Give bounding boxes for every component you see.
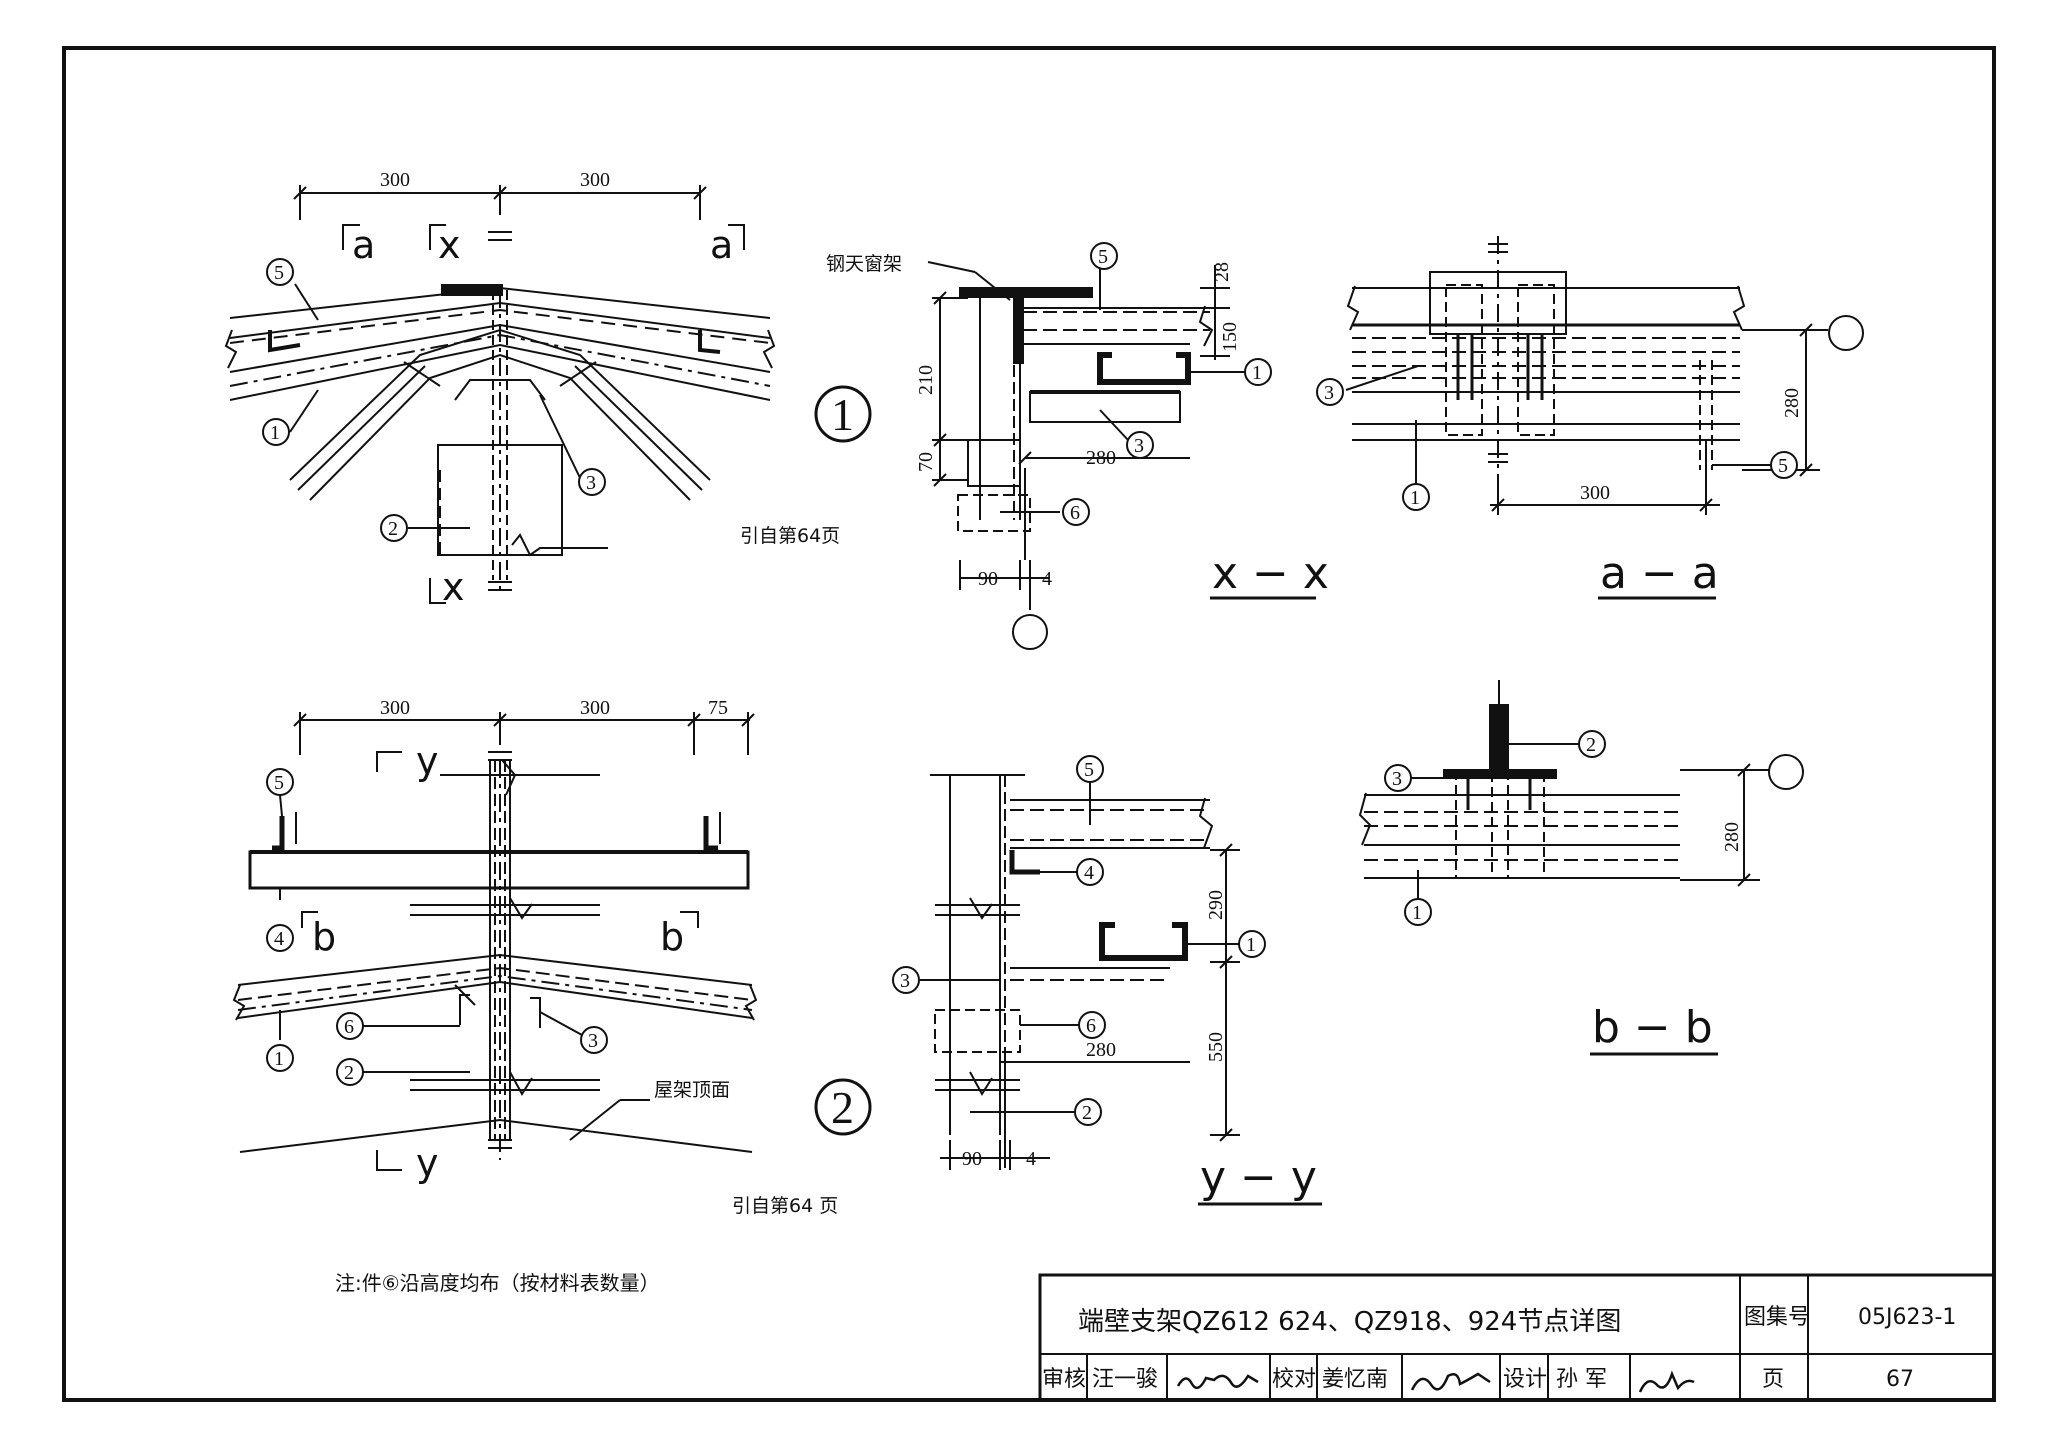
check-label: 校对 bbox=[1272, 1367, 1316, 1392]
dim-280-yy: 280 bbox=[1086, 1039, 1116, 1061]
dim-300-a: 300 bbox=[380, 169, 410, 191]
label-truss-top: 屋架顶面 bbox=[654, 1079, 730, 1101]
callout-5-d1: 5 bbox=[274, 262, 284, 284]
section-yy bbox=[920, 774, 1240, 1170]
callout-5-xx: 5 bbox=[1098, 246, 1108, 268]
page-label: 页 bbox=[1762, 1367, 1784, 1392]
callout-1-bb: 1 bbox=[1412, 902, 1422, 924]
reviewer-name: 汪一骏 bbox=[1092, 1367, 1158, 1392]
review-label: 审核 bbox=[1042, 1367, 1086, 1392]
callout-3-bb: 3 bbox=[1392, 768, 1402, 790]
drawing-title: 端壁支架QZ612 624、QZ918、924节点详图 bbox=[1078, 1307, 1621, 1337]
dim-4-xx: 4 bbox=[1042, 568, 1052, 590]
cut-y-top: y bbox=[416, 739, 439, 783]
dim-90-yy: 90 bbox=[962, 1148, 982, 1170]
callout-5-d2: 5 bbox=[274, 772, 284, 794]
section-bb bbox=[1358, 680, 1770, 900]
dim-550: 550 bbox=[1205, 1032, 1227, 1062]
section-title-xx: x − x bbox=[1212, 548, 1329, 599]
dim-28: 28 bbox=[1211, 262, 1233, 282]
note-text: 注:件⑥沿高度均布（按材料表数量） bbox=[335, 1271, 660, 1295]
sheet-border bbox=[62, 46, 1996, 1402]
dim-75: 75 bbox=[708, 697, 728, 719]
dim-150: 150 bbox=[1219, 322, 1241, 352]
cut-a-right: a bbox=[710, 223, 733, 267]
atlas-number: 05J623-1 bbox=[1858, 1305, 1956, 1330]
callout-6-yy: 6 bbox=[1086, 1015, 1096, 1037]
dim-300-aa: 300 bbox=[1580, 482, 1610, 504]
cut-x-top: x bbox=[438, 223, 461, 267]
label-steel-skylight-frame: 钢天窗架 bbox=[826, 253, 902, 275]
callout-5-yy: 5 bbox=[1084, 759, 1094, 781]
cut-y-bottom: y bbox=[416, 1141, 439, 1185]
dim-70: 70 bbox=[915, 452, 937, 472]
title-block bbox=[1038, 1273, 1996, 1402]
cut-a-left: a bbox=[352, 223, 375, 267]
detail-2-elevation bbox=[232, 712, 758, 1171]
ref-page-64-bottom: 引自第64 页 bbox=[732, 1195, 838, 1217]
section-aa bbox=[1345, 236, 1828, 515]
design-label: 设计 bbox=[1503, 1367, 1547, 1392]
dim-210: 210 bbox=[915, 365, 937, 395]
callout-6-xx: 6 bbox=[1070, 502, 1080, 524]
dim-280-xx: 280 bbox=[1086, 447, 1116, 469]
callout-1-yy: 1 bbox=[1246, 934, 1256, 956]
section-title-yy: y − y bbox=[1200, 1152, 1317, 1203]
section-title-aa: a − a bbox=[1600, 548, 1719, 599]
dim-4-yy: 4 bbox=[1026, 1148, 1036, 1170]
callout-4-d2: 4 bbox=[274, 928, 284, 950]
dim-90-xx: 90 bbox=[978, 568, 998, 590]
dim-280-aa: 280 bbox=[1781, 388, 1803, 418]
section-xx bbox=[927, 261, 1246, 610]
callout-3-xx: 3 bbox=[1134, 435, 1144, 457]
checker-name: 姜忆南 bbox=[1322, 1367, 1388, 1392]
dim-300-c: 300 bbox=[380, 697, 410, 719]
callout-1-xx: 1 bbox=[1252, 362, 1262, 384]
atlas-label: 图集号 bbox=[1744, 1305, 1810, 1330]
callout-2-bb: 2 bbox=[1586, 734, 1596, 756]
detail-number-2: 2 bbox=[831, 1082, 854, 1133]
callout-1-aa: 1 bbox=[1410, 487, 1420, 509]
callout-3-yy: 3 bbox=[900, 970, 910, 992]
callout-2-d1: 2 bbox=[388, 518, 398, 540]
detail-number-1: 1 bbox=[831, 389, 854, 440]
dim-300-b: 300 bbox=[580, 169, 610, 191]
callout-5-aa: 5 bbox=[1778, 455, 1788, 477]
callout-6-d2: 6 bbox=[344, 1016, 354, 1038]
detail-1-labels: 300 300 a x a x 引自第64页 bbox=[352, 169, 840, 609]
signature-marks bbox=[1176, 1370, 1695, 1393]
callout-1-d1: 1 bbox=[270, 422, 280, 444]
cut-b-right: b bbox=[660, 915, 684, 959]
section-title-bb: b − b bbox=[1592, 1002, 1713, 1053]
callout-2-d2: 2 bbox=[344, 1062, 354, 1084]
detail-1-elevation bbox=[224, 185, 776, 604]
detail-1-callouts bbox=[262, 258, 872, 542]
page-number: 67 bbox=[1886, 1367, 1914, 1392]
callout-2-yy: 2 bbox=[1082, 1102, 1092, 1124]
designer-name: 孙 军 bbox=[1556, 1367, 1607, 1392]
dim-290: 290 bbox=[1205, 890, 1227, 920]
callout-3-aa: 3 bbox=[1324, 382, 1334, 404]
callout-3-d2: 3 bbox=[588, 1030, 598, 1052]
cut-b-left: b bbox=[312, 915, 336, 959]
cut-x-bottom: x bbox=[442, 565, 465, 609]
callout-1-d2: 1 bbox=[274, 1048, 284, 1070]
callout-3-d1: 3 bbox=[586, 472, 596, 494]
dim-280-bb: 280 bbox=[1721, 822, 1743, 852]
dim-300-d: 300 bbox=[580, 697, 610, 719]
callout-4-yy: 4 bbox=[1084, 862, 1094, 884]
ref-page-64-top: 引自第64页 bbox=[740, 525, 840, 547]
